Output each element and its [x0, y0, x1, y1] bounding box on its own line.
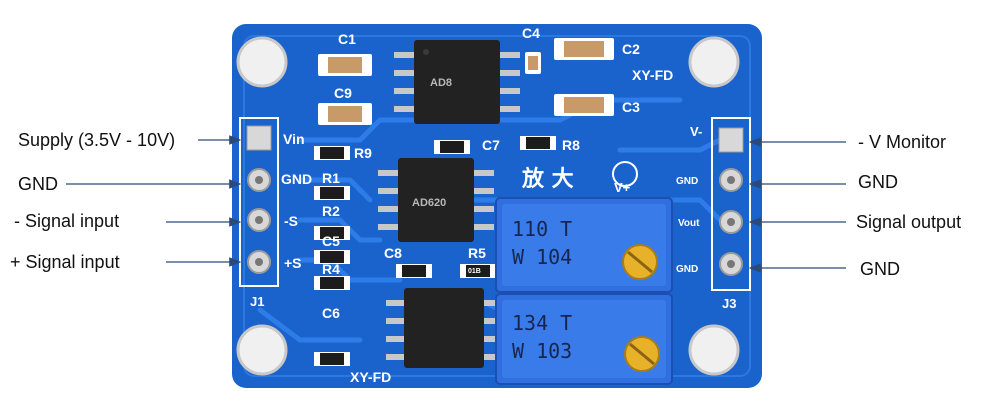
callout-gnd-right-1: GND — [858, 172, 898, 192]
rotate-symbol — [612, 161, 638, 187]
label-chinese-amplify: 放 大 — [521, 166, 574, 192]
callout-arrows-right — [748, 137, 846, 273]
callout-gnd-left: GND — [18, 174, 58, 194]
callout-minus-signal-input: - Signal input — [14, 211, 120, 231]
resistor-code: 01B — [468, 268, 481, 275]
callout-gnd-right-2: GND — [860, 259, 900, 279]
pin-label-minus-s: -S — [284, 213, 298, 229]
pin-label-vout: Vout — [678, 218, 700, 229]
label-c7: C7 — [482, 137, 500, 153]
label-c2: C2 — [622, 41, 640, 57]
chip-mid-marking: AD620 — [412, 197, 446, 209]
smd-resistors — [314, 136, 556, 366]
callout-v-monitor: - V Monitor — [858, 132, 947, 152]
chip-top-marking: AD8 — [430, 77, 452, 89]
label-r9: R9 — [354, 145, 372, 161]
header-j3 — [711, 117, 751, 291]
label-c6: C6 — [322, 305, 340, 321]
label-c9: C9 — [334, 85, 352, 101]
label-c1: C1 — [338, 31, 356, 47]
chip-bottom — [386, 288, 502, 368]
label-r1: R1 — [322, 170, 340, 186]
label-c8: C8 — [384, 245, 402, 261]
trimpot-top-line1: 110 T — [512, 217, 572, 241]
label-vplus: V+ — [614, 180, 631, 195]
smd-capacitors — [318, 38, 614, 125]
header-j1-name: J1 — [250, 294, 264, 309]
label-r4: R4 — [322, 261, 340, 277]
callout-plus-signal-input: + Signal input — [10, 252, 120, 272]
callout-signal-output: Signal output — [856, 212, 962, 232]
pin-label-plus-s: +S — [284, 255, 302, 271]
pin-label-gnd-right-1: GND — [676, 176, 698, 187]
trimpot-top-line2: W 104 — [512, 245, 572, 269]
header-j1 — [239, 117, 279, 287]
trimpot-bottom-line1: 134 T — [512, 311, 572, 335]
chip-top — [394, 40, 520, 124]
label-r2: R2 — [322, 203, 340, 219]
pin-label-vin: Vin — [283, 131, 305, 147]
trimpot-top — [495, 197, 673, 293]
trimpot-bottom-line2: W 103 — [512, 339, 572, 363]
label-model-top: XY-FD — [632, 67, 673, 83]
label-c3: C3 — [622, 99, 640, 115]
callout-supply: Supply (3.5V - 10V) — [18, 130, 176, 150]
chip-mid — [378, 158, 494, 242]
trimpot-bottom — [495, 293, 673, 385]
pin-label-gnd-left: GND — [281, 171, 312, 187]
pin-label-gnd-right-2: GND — [676, 264, 698, 275]
label-c5: C5 — [322, 233, 340, 249]
label-c4: C4 — [522, 25, 540, 41]
mounting-holes — [236, 36, 740, 376]
callout-arrows-left — [66, 135, 242, 267]
label-r8: R8 — [562, 137, 580, 153]
label-r5: R5 — [468, 245, 486, 261]
pin-label-v-minus: V- — [690, 124, 702, 139]
label-model-bottom: XY-FD — [350, 369, 391, 385]
header-j3-name: J3 — [722, 296, 736, 311]
